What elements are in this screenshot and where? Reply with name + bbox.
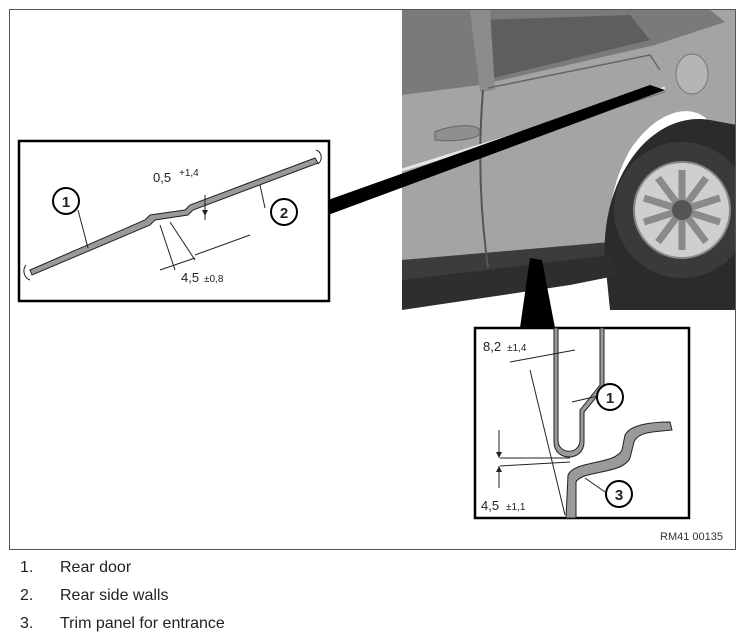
legend-number: 3. <box>20 615 34 632</box>
dim-0-5-value: 0,5 <box>153 170 171 185</box>
pointer-wedge-right <box>520 258 555 328</box>
dim-4-5-lower-value: 4,5 <box>481 498 499 513</box>
legend-text: Trim panel for entrance <box>60 615 225 632</box>
dim-0-5-tol: +1,4 <box>179 168 199 179</box>
dim-8-2-value: 8,2 <box>483 339 501 354</box>
diagram-artwork: 1 2 0,5 +1,4 4,5 ±0,8 <box>17 10 735 520</box>
callout-3-right: 3 <box>615 487 623 504</box>
dim-4-5-tol: ±0,8 <box>204 274 224 285</box>
legend-number: 1. <box>20 559 34 576</box>
detail-inset-right: 1 3 8,2 ±1,4 4,5 ±1,1 <box>473 326 691 520</box>
legend-number: 2. <box>20 587 34 604</box>
legend-item-rear-side-walls: 2. Rear side walls <box>20 584 168 608</box>
detail-inset-left: 1 2 0,5 +1,4 4,5 ±0,8 <box>17 139 331 303</box>
dim-4-5-lower-tol: ±1,1 <box>506 502 526 513</box>
legend-item-trim-panel: 3. Trim panel for entrance <box>20 612 225 636</box>
dim-4-5-value: 4,5 <box>181 270 199 285</box>
callout-1-left: 1 <box>62 194 70 211</box>
legend-item-rear-door: 1. Rear door <box>20 556 131 580</box>
callout-2-left: 2 <box>280 205 288 222</box>
dim-8-2-tol: ±1,4 <box>507 343 527 354</box>
diagram-frame: 1 2 0,5 +1,4 4,5 ±0,8 <box>9 9 736 550</box>
legend-text: Rear door <box>60 559 132 576</box>
legend-text: Rear side walls <box>60 587 169 604</box>
callout-1-right: 1 <box>606 390 614 407</box>
pointer-wedge-left <box>328 85 665 215</box>
figure-reference: RM41 00135 <box>660 531 723 543</box>
